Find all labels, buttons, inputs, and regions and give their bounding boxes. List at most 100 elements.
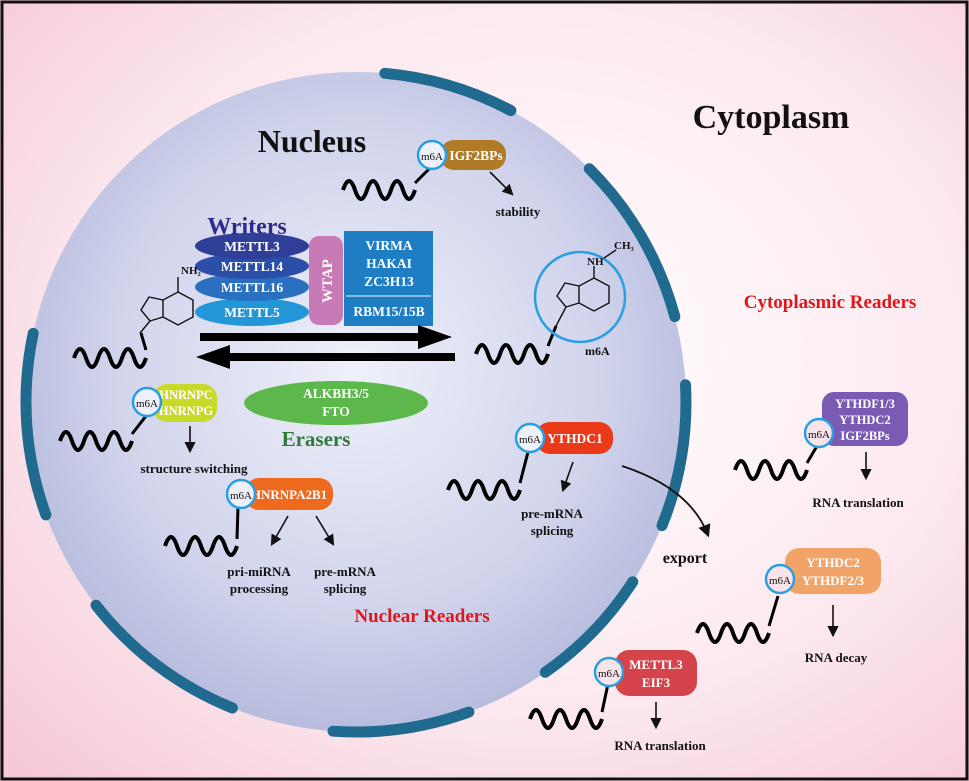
m6a-highlight-circle [533,250,627,344]
reverse-arrow-head [196,345,230,369]
function-arrow [560,461,574,493]
function-label: pre-mRNA [314,564,376,579]
mettl5-ellipse [195,298,309,326]
adenine-imidazole [140,296,164,322]
m6a-mark: m6A [136,398,158,410]
reader-ythdf13: YTHDF1/3 YTHDC2 IGF2BPs m6A RNA translat… [733,392,908,510]
sugar-bond [555,306,567,327]
protein-label: EIF3 [642,675,671,690]
membrane-segment [583,163,681,323]
protein-label: YTHDC2 [839,413,890,427]
rna-unmodified [72,347,148,369]
writer-mettl5: METTL5 [224,305,280,320]
membrane-segment [20,327,52,521]
protein-label: YTHDC1 [547,431,603,446]
eraser-fto: FTO [322,404,350,419]
wtap-label: WTAP [320,259,336,303]
writer-mettl14: METTL14 [221,259,284,274]
function-label: RNA translation [614,738,706,753]
complex-box [344,231,433,326]
protein-label: IGF2BPs [449,148,502,163]
m6a-ch3: CH₃ [614,240,635,252]
rna-stem [235,506,240,540]
m6a-circle [764,563,796,595]
rna-strand [733,459,809,481]
reader-ythdc2: YTHDC2 YTHDF2/3 m6A RNA decay [695,548,881,665]
membrane-segment [379,67,517,117]
nucleus-label: Nucleus [258,123,366,159]
wtap-box [309,236,343,325]
m6a-mark: m6A [519,434,541,446]
protein-box [153,384,217,422]
protein-box [440,140,506,170]
writer-mettl3: METTL3 [224,239,280,254]
m6a-circle [803,417,835,449]
m6a-circle [593,656,625,688]
m6a-mark: m6A [598,668,620,680]
m6a-molecule [555,249,617,327]
m6a-circle [131,386,163,418]
m6a-nh: NH [587,256,604,268]
export-arrow [621,465,711,538]
protein-box [615,650,697,696]
m6a-mark: m6A [421,151,443,163]
function-label: pri-miRNA [227,564,291,579]
sugar-bond [139,320,151,334]
nuclear-membrane [20,67,692,738]
writer-virma: VIRMA [365,238,412,253]
protein-box [822,392,908,446]
function-arrow [270,515,289,546]
nuclear-readers-label: Nuclear Readers [354,606,489,627]
rna-strand [446,479,522,501]
protein-label: YTHDF2/3 [802,573,865,588]
rna-stem [767,595,780,627]
writer-complex: VIRMA HAKAI ZC3H13 RBM15/15B [344,231,433,326]
function-label: pre-mRNA [521,506,583,521]
mettl14-ellipse [195,253,309,279]
m6a-circle [416,139,448,171]
protein-box [536,422,613,454]
protein-label: HNRNPA2B1 [251,487,327,502]
writer-mettl-stack: METTL3 METTL14 METTL16 METTL5 [195,233,309,326]
adenine-molecule [139,277,194,334]
protein-label: YTHDF1/3 [835,397,895,411]
protein-label: HNRNPG [159,404,213,418]
membrane-segment [327,706,475,738]
rna-stem [546,325,558,347]
protein-label: METTL3 [629,657,683,672]
rna-methylated [474,343,550,365]
writer-eraser-arrows [196,325,455,369]
function-label: RNA translation [812,495,904,510]
export-label: export [663,550,708,567]
eraser-ellipse [244,381,428,425]
m6a-circle [225,478,257,510]
membrane-segment [90,599,238,714]
erasers-label: Erasers [282,427,351,451]
rna-stem [518,451,530,484]
m6a-mark: m6A [769,575,791,587]
m6a-mark: m6A [230,490,252,502]
function-label: stability [496,204,541,219]
reader-mettl3: METTL3 EIF3 m6A RNA translation [528,650,706,753]
writer-mettl16: METTL16 [221,280,284,295]
membrane-segment [539,576,639,678]
protein-label: IGF2BPs [840,429,889,443]
rna-strand [58,430,134,452]
rna-stem [805,445,819,464]
rna-strand [528,708,604,730]
rna-stem [139,332,148,351]
m6a-mark: m6A [808,429,830,441]
protein-label: HNRNPC [159,388,212,402]
function-label: structure switching [140,461,248,476]
rna-strand [341,179,417,201]
m6a-imidazole [556,282,580,308]
rna-strand [695,622,771,644]
protein-box [785,548,881,594]
reader-hnrnpc: HNRNPC HNRNPG m6A structure switching [58,384,248,476]
reader-ythdc1: YTHDC1 m6A pre-mRNA splicing export [446,422,711,567]
wtap-block: WTAP [309,236,343,325]
reader-igf2bps: IGF2BPs m6A stability [341,139,541,219]
eraser-alkbh: ALKBH3/5 [303,386,369,401]
rna-strand [163,535,239,557]
function-label: RNA decay [805,650,868,665]
